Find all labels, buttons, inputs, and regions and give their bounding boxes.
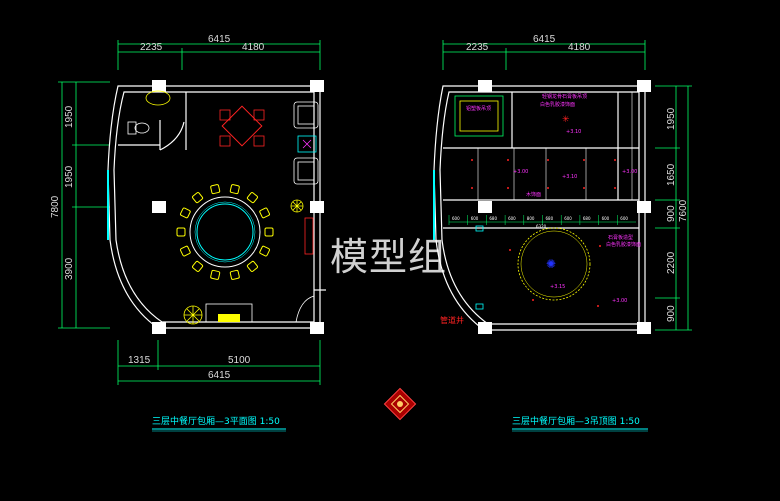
left-bottom-dimensions: [117, 340, 321, 385]
elev-6: +3.00: [612, 298, 627, 304]
dining-chair: [176, 227, 186, 237]
right-dim-side-c: 900: [666, 205, 677, 222]
dining-chair: [229, 269, 240, 280]
right-side-dimensions: [655, 85, 692, 331]
left-top-dimensions: [117, 40, 321, 70]
left-dim-top-b: 4180: [242, 42, 265, 53]
left-side-table-mark: [302, 139, 312, 149]
right-dim-top-a: 2235: [466, 42, 489, 53]
left-dining-chairs: [176, 184, 274, 280]
right-dim-side-total: 7600: [678, 199, 689, 222]
dining-chair: [259, 207, 270, 219]
right-dim-side-e: 900: [666, 305, 677, 322]
left-toilet: [127, 121, 150, 135]
strip-dim-label: 680: [583, 216, 591, 221]
left-round-table: [189, 196, 261, 268]
left-dim-bottom-b: 5100: [228, 355, 251, 366]
right-spotlights: [471, 159, 616, 307]
strip-dim-label: 600: [452, 216, 460, 221]
right-dim-top-b: 4180: [568, 42, 591, 53]
left-door-arc: [295, 295, 315, 323]
left-plant-2: [183, 305, 203, 325]
note-ceiling-2: 白色乳胶漆饰面: [540, 101, 575, 108]
pipe-shaft-label: 管道井: [440, 315, 464, 325]
left-dim-side-total: 7800: [50, 195, 61, 218]
watermark-text: 模型组: [330, 235, 448, 279]
dining-chair: [210, 184, 221, 195]
left-dim-top-a: 2235: [140, 42, 163, 53]
left-plant-1: [290, 199, 304, 213]
strip-dim-label: 800: [527, 216, 535, 221]
center-logo-icon: [383, 387, 417, 421]
left-dim-bottom-a: 1315: [128, 355, 151, 366]
right-ceiling-plan: 6415 2235 4180 1950 1650 900 2200 900 76…: [433, 34, 692, 432]
left-dim-bottom-total: 6415: [208, 370, 231, 381]
dining-chair: [192, 260, 204, 272]
dining-chair: [180, 245, 191, 257]
right-dim-side-a: 1950: [666, 107, 677, 130]
right-top-dimensions: [442, 40, 646, 70]
strip-dim-label: 680: [546, 216, 554, 221]
note-bath: 铝塑板吊顶: [466, 105, 491, 112]
right-round-ceiling: [517, 227, 591, 301]
right-strip-dim-row: 600 600 680 600 800 680 600 680 600 600: [448, 215, 636, 225]
left-wall-panel: [304, 217, 314, 255]
strip-total: 6320: [536, 224, 547, 229]
strip-dim-label: 680: [489, 216, 497, 221]
left-floor-plan: 6415 2235 4180 1950 1950 3900 7800: [50, 34, 326, 432]
ceiling-lamp-1: ✳: [562, 114, 570, 124]
right-dim-side-d: 2200: [666, 251, 677, 274]
dining-chair: [229, 184, 240, 195]
dining-chair: [264, 227, 274, 237]
strip-dim-label: 600: [620, 216, 628, 221]
right-dim-top-total: 6415: [533, 34, 556, 45]
elev-3: +3.10: [562, 174, 577, 180]
dining-chair: [246, 192, 258, 204]
dining-chair: [210, 269, 221, 280]
note-round-1: 石膏板造型: [608, 234, 633, 241]
right-bath-ceiling: [454, 95, 504, 137]
note-strip: 木饰面: [526, 191, 541, 198]
left-plan-title: 三层中餐厅包厢—3平面图 1:50: [152, 415, 280, 427]
left-sideboard: [205, 303, 253, 323]
left-walls: [107, 85, 326, 329]
marker-2: [475, 303, 484, 310]
strip-dim-label: 600: [471, 216, 479, 221]
right-columns: [478, 80, 651, 334]
strip-dim-label: 600: [508, 216, 516, 221]
elev-1: +3.10: [566, 129, 581, 135]
elev-4: +3.00: [622, 169, 637, 175]
right-plan-title: 三层中餐厅包厢—3吊顶图 1:50: [512, 415, 640, 427]
dining-chair: [246, 260, 258, 272]
left-dim-side-b: 1950: [64, 165, 75, 188]
strip-dim-label: 600: [602, 216, 610, 221]
elev-5: +3.15: [550, 284, 565, 290]
left-dim-top-total: 6415: [208, 34, 231, 45]
left-columns: [152, 80, 324, 334]
dining-chair: [259, 245, 270, 257]
elev-2: +3.00: [513, 169, 528, 175]
dining-chair: [180, 207, 191, 219]
left-side-dimensions: [58, 81, 110, 329]
left-sofas: [293, 101, 319, 185]
note-round-2: 白色乳胶漆饰面: [606, 241, 641, 248]
right-dim-side-b: 1650: [666, 163, 677, 186]
strip-dim-label: 600: [564, 216, 572, 221]
left-wash-basin: [145, 90, 171, 106]
note-ceiling-1: 轻钢龙骨石膏板吊顶: [542, 93, 587, 100]
chandelier-icon: ✺: [546, 257, 556, 271]
left-dim-side-c: 3900: [64, 257, 75, 280]
dining-chair: [192, 192, 204, 204]
marker-1: [475, 225, 484, 232]
right-strip-ceiling: [477, 92, 633, 200]
left-dim-side-a: 1950: [64, 105, 75, 128]
left-square-table: [219, 105, 265, 147]
